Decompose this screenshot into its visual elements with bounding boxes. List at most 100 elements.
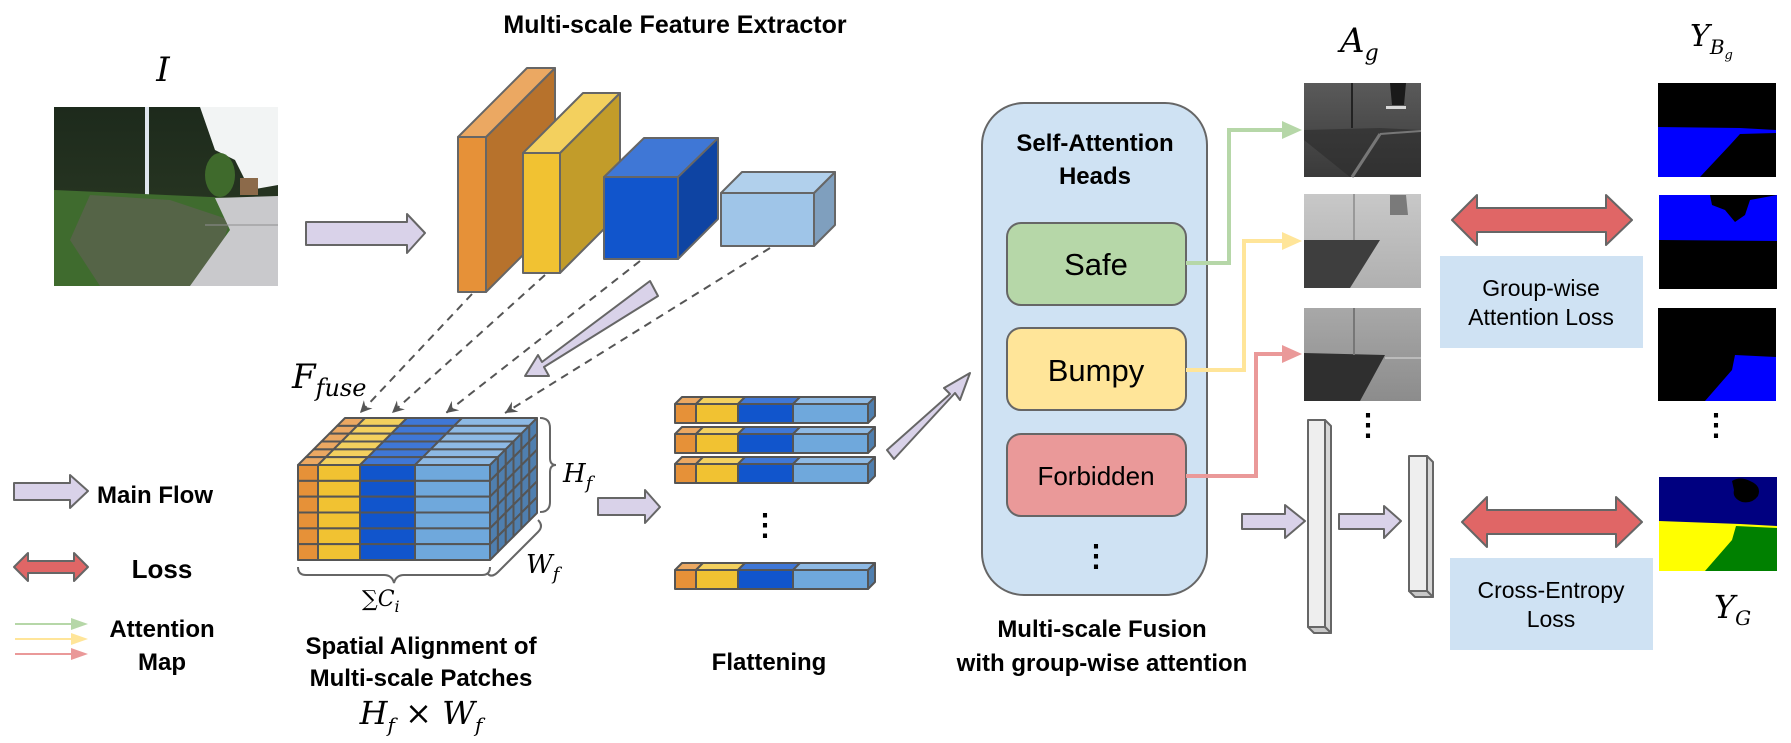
projection-lines [359,247,771,414]
forbidden-connector [1186,352,1285,478]
fused-front-cell [414,527,491,546]
token-top [792,426,876,435]
token-top [792,456,876,465]
fused-front-cell [414,543,491,561]
legend-loss-label: Loss [132,554,193,584]
attention-maps-ellipsis: ⋮ [1353,409,1383,442]
bumpy-connector [1186,239,1285,372]
fused-front-cell [297,495,319,514]
fused-top-cell [414,456,499,466]
feature-block-4 [720,171,836,247]
feature-block-3 [603,137,719,260]
fused-front-cell [297,527,319,546]
token-segment [674,433,697,454]
attention-map-forbidden [1304,308,1421,401]
fused-front-cell [317,527,361,546]
fused-front-cell [359,527,416,546]
token-segment [792,463,869,484]
token-bar [674,456,876,484]
main-flow-arrow-3 [597,489,661,524]
token-top [737,562,801,571]
flatten-ellipsis: ⋮ [750,509,780,542]
token-segment [674,403,697,424]
legend-attention-yellow-icon [71,633,88,645]
fused-front-cell [297,511,319,530]
token-bar [674,426,876,454]
group-wise-loss-line1: Group-wise [1482,275,1600,301]
fused-top-cell [429,440,515,451]
attention-connectors [1186,121,1302,478]
group-wise-loss-box [1440,256,1643,348]
width-label: Wf [526,550,563,585]
group-gt-map-forbidden [1658,308,1776,401]
fused-front-cell [297,464,319,482]
panel-title-line1: Self-Attention [1016,130,1173,157]
fused-top-cell [366,448,432,459]
cross-entropy-loss-line2: Loss [1527,606,1576,632]
panel-title-line2: Heads [1059,163,1131,190]
fusion-caption-line2: with group-wise attention [956,650,1248,677]
head-bumpy: Bumpy [1006,327,1187,411]
cross-entropy-loss-box [1450,558,1653,650]
fused-top-cell [390,424,456,435]
token-segment [695,403,739,424]
legend-main-flow-label: Main Flow [97,482,213,509]
token-top [792,562,876,571]
fused-tensor [297,417,538,561]
token-bar [674,396,876,424]
fused-top-cell [453,417,538,427]
legend-loss-icon [13,552,89,582]
fused-caption-line2: Multi-scale Patches [310,665,533,692]
flattened-tokens [674,396,876,590]
fused-top-cell [398,417,463,427]
fused-caption-formula: Hf × Wf [359,694,486,737]
token-top [737,456,801,465]
group-wise-loss-line2: Attention Loss [1468,304,1614,330]
fused-front-cell [317,495,361,514]
group-gt-map-bumpy [1659,195,1777,289]
input-image [54,107,278,286]
group-gt-map-safe [1658,83,1776,177]
head-safe: Safe [1006,222,1187,306]
fused-front-cell [359,464,416,482]
token-top [737,396,801,405]
main-flow-arrow-2 [524,280,659,377]
legend-attention-label-line1: Attention [109,616,214,643]
fused-top-cell [374,440,440,451]
head-safe-label: Safe [1064,247,1128,282]
heads-ellipsis: ⋮ [1081,540,1111,573]
fused-label: Ffuse [291,357,366,402]
fused-front-cell [414,464,491,482]
token-segment [737,403,794,424]
fused-front-cell [359,511,416,530]
fused-front-cell [317,543,361,561]
cross-entropy-loss-arrow [1461,496,1643,548]
main-flow-arrow-1 [305,213,426,254]
token-segment [695,569,739,590]
fused-top-cell [359,456,424,466]
group-gt-label: YBg [1690,19,1733,63]
feature-block-2 [522,92,621,274]
token-segment [695,463,739,484]
decoder-bar-1 [1307,419,1332,634]
segmentation-gt-label: YG [1714,588,1751,630]
main-flow-arrow-6 [1338,505,1402,539]
channels-bracket [297,566,491,584]
gt-maps-ellipsis: ⋮ [1701,409,1731,442]
token-segment [695,433,739,454]
fused-top-cell [445,424,531,435]
token-segment [737,463,794,484]
fused-front-cell [414,479,491,498]
legend-attention-green-icon [71,618,88,630]
fused-front-cell [414,495,491,514]
fused-front-cell [359,479,416,498]
fused-front-cell [317,511,361,530]
fused-top-cell [421,448,507,459]
channels-label: ∑Ci [362,587,400,616]
token-segment [674,463,697,484]
attention-map-safe [1304,83,1422,178]
fused-front-cell [359,495,416,514]
input-label: I [155,50,170,90]
fused-front-cell [297,479,319,498]
